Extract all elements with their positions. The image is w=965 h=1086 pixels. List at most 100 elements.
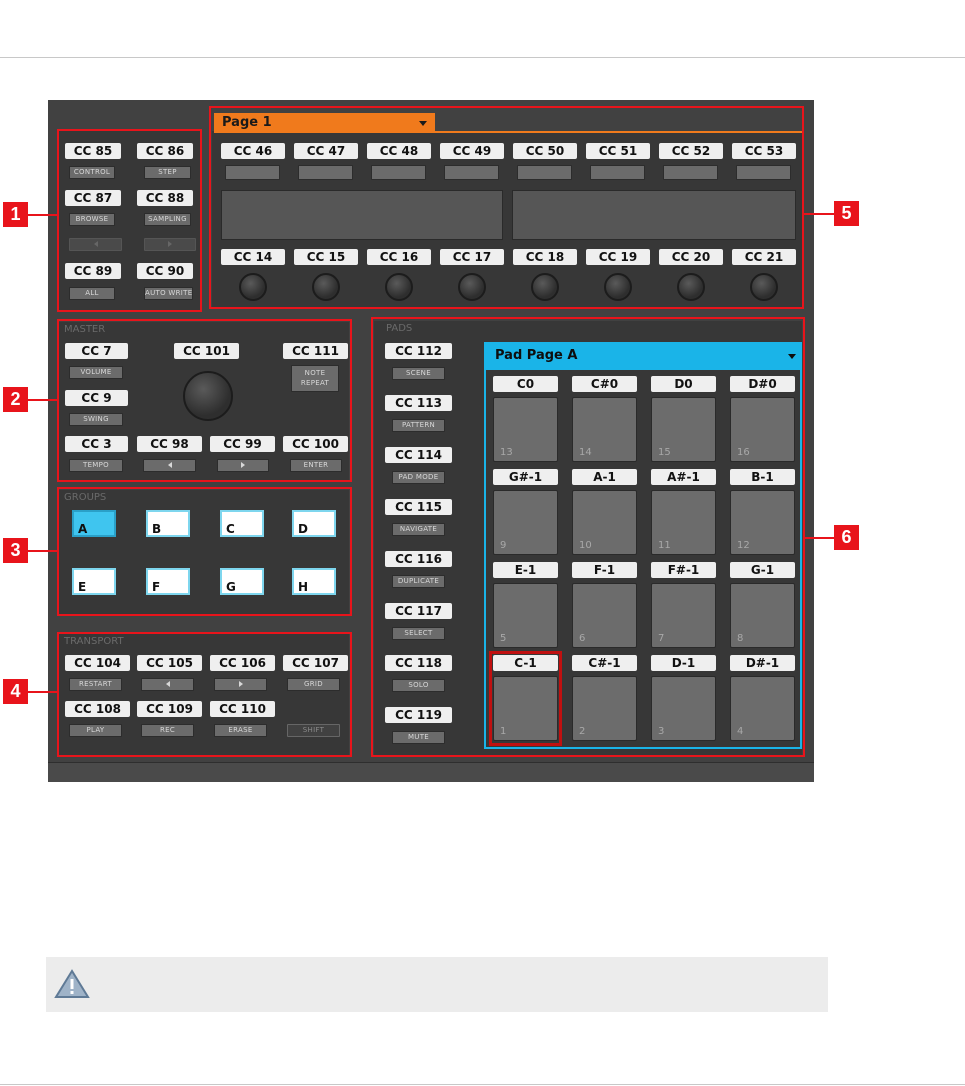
encoder-knob-4[interactable] (458, 273, 486, 301)
arrow-right-icon (238, 681, 243, 687)
pad-9[interactable]: 9 (493, 490, 558, 555)
page-left-button[interactable] (69, 238, 122, 251)
group-button-g[interactable]: G (220, 568, 264, 595)
tempo-button[interactable]: TEMPO (69, 459, 123, 472)
pad-mode-select-button[interactable]: SELECT (392, 627, 445, 640)
pad-mode-scene-button[interactable]: SCENE (392, 367, 445, 380)
transport-right-button[interactable] (214, 678, 267, 691)
erase-button[interactable]: ERASE (214, 724, 267, 737)
page-right-button[interactable] (144, 238, 196, 251)
rec-button[interactable]: REC (141, 724, 194, 737)
pad-label-14: C#0 (572, 376, 637, 392)
pad-3[interactable]: 3 (651, 676, 716, 741)
knob-button-4[interactable] (444, 165, 499, 180)
cc-88-label: CC 88 (137, 190, 193, 206)
pad-11[interactable]: 11 (651, 490, 716, 555)
arrow-right-icon (241, 462, 245, 468)
pad-label-2: C#-1 (572, 655, 637, 671)
cc-106-label: CC 106 (210, 655, 275, 671)
master-left-button[interactable] (143, 459, 196, 472)
pad-16[interactable]: 16 (730, 397, 795, 462)
cc-108-label: CC 108 (65, 701, 130, 717)
knob-button-3[interactable] (371, 165, 426, 180)
pad-12[interactable]: 12 (730, 490, 795, 555)
all-button[interactable]: ALL (69, 287, 115, 300)
shift-button[interactable]: SHIFT (287, 724, 340, 737)
transport-left-button[interactable] (141, 678, 194, 691)
volume-button[interactable]: VOLUME (69, 366, 123, 379)
cc-111-label: CC 111 (283, 343, 348, 359)
encoder-knob-2[interactable] (312, 273, 340, 301)
knob-button-5[interactable] (517, 165, 572, 180)
pad-page-dropdown[interactable]: Pad Page A (484, 342, 802, 370)
restart-button[interactable]: RESTART (69, 678, 122, 691)
cc-47-label: CC 47 (294, 143, 358, 159)
auto-write-button[interactable]: AUTO WRITE (144, 287, 193, 300)
cc-17-label: CC 17 (440, 249, 504, 265)
pad-6[interactable]: 6 (572, 583, 637, 648)
encoder-knob-6[interactable] (604, 273, 632, 301)
group-button-d[interactable]: D (292, 510, 336, 537)
pad-number: 16 (737, 447, 750, 458)
cc-7-label: CC 7 (65, 343, 128, 359)
step-button[interactable]: STEP (144, 166, 191, 179)
cc-46-label: CC 46 (221, 143, 285, 159)
master-label: MASTER (64, 324, 106, 335)
pad-label-13: C0 (493, 376, 558, 392)
group-button-a[interactable]: A (72, 510, 116, 537)
pad-mode-mute-button[interactable]: MUTE (392, 731, 445, 744)
pad-mode-pattern-button[interactable]: PATTERN (392, 419, 445, 432)
pad-1[interactable]: 1 (493, 676, 558, 741)
play-button[interactable]: PLAY (69, 724, 122, 737)
knob-button-1[interactable] (225, 165, 280, 180)
enter-button[interactable]: ENTER (290, 459, 342, 472)
pad-7[interactable]: 7 (651, 583, 716, 648)
master-right-button[interactable] (217, 459, 269, 472)
note-repeat-button[interactable]: NOTE REPEAT (291, 365, 339, 392)
grid-button[interactable]: GRID (287, 678, 340, 691)
warning-icon (54, 969, 90, 998)
knob-button-6[interactable] (590, 165, 645, 180)
pad-5[interactable]: 5 (493, 583, 558, 648)
browse-button[interactable]: BROWSE (69, 213, 115, 226)
pad-mode-pad-mode-button[interactable]: PAD MODE (392, 471, 445, 484)
pad-14[interactable]: 14 (572, 397, 637, 462)
pad-number: 1 (500, 726, 507, 737)
pad-mode-solo-button[interactable]: SOLO (392, 679, 445, 692)
knob-button-8[interactable] (736, 165, 791, 180)
pad-4[interactable]: 4 (730, 676, 795, 741)
page-select-label: Page 1 (222, 115, 272, 130)
encoder-knob-3[interactable] (385, 273, 413, 301)
encoder-knob-8[interactable] (750, 273, 778, 301)
callout-box-3 (57, 487, 352, 616)
control-button[interactable]: CONTROL (69, 166, 115, 179)
pad-page-label: Pad Page A (495, 348, 578, 363)
callout-box-6 (371, 317, 805, 757)
master-knob[interactable] (183, 371, 233, 421)
encoder-knob-1[interactable] (239, 273, 267, 301)
cc-90-label: CC 90 (137, 263, 193, 279)
pad-mode-navigate-button[interactable]: NAVIGATE (392, 523, 445, 536)
knob-button-2[interactable] (298, 165, 353, 180)
page-select-dropdown[interactable]: Page 1 (214, 113, 435, 133)
pad-10[interactable]: 10 (572, 490, 637, 555)
knob-button-7[interactable] (663, 165, 718, 180)
group-button-c[interactable]: C (220, 510, 264, 537)
encoder-knob-7[interactable] (677, 273, 705, 301)
cc-53-label: CC 53 (732, 143, 796, 159)
group-button-b[interactable]: B (146, 510, 190, 537)
group-button-e[interactable]: E (72, 568, 116, 595)
pad-2[interactable]: 2 (572, 676, 637, 741)
group-button-h[interactable]: H (292, 568, 336, 595)
swing-button[interactable]: SWING (69, 413, 123, 426)
sampling-button[interactable]: SAMPLING (144, 213, 191, 226)
cc-14-label: CC 14 (221, 249, 285, 265)
encoder-knob-5[interactable] (531, 273, 559, 301)
pad-13[interactable]: 13 (493, 397, 558, 462)
group-button-f[interactable]: F (146, 568, 190, 595)
pad-8[interactable]: 8 (730, 583, 795, 648)
cc-20-label: CC 20 (659, 249, 723, 265)
pad-15[interactable]: 15 (651, 397, 716, 462)
pad-mode-duplicate-button[interactable]: DUPLICATE (392, 575, 445, 588)
cc-119-label: CC 119 (385, 707, 452, 723)
